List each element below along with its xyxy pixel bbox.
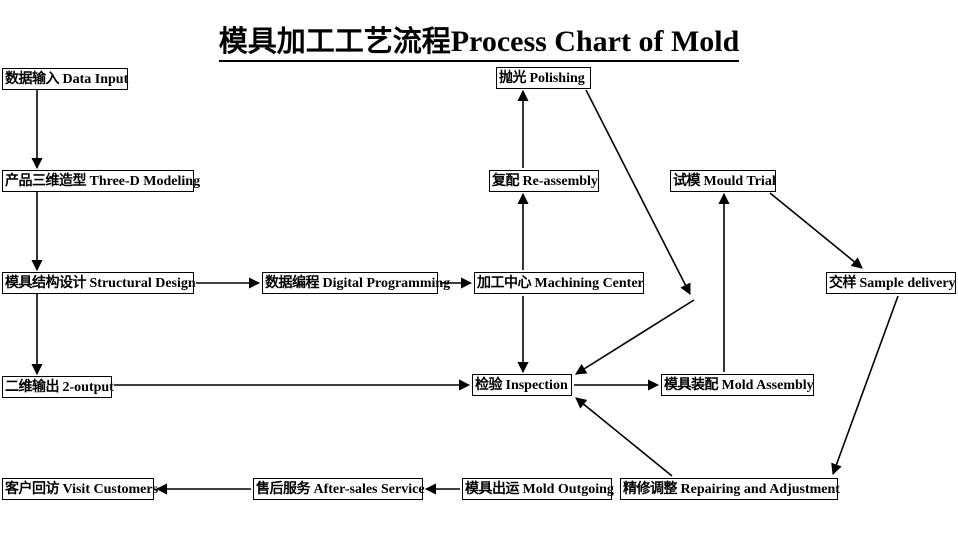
node-two-output[interactable]: 二维输出 2-output: [2, 376, 114, 398]
node-label-en: Mold Outgoing: [522, 482, 614, 497]
node-label-cn: 交样: [829, 275, 857, 291]
node-label-en: Machining Center: [534, 276, 644, 291]
edge-mould-trial-to-sample-delivery: [769, 192, 863, 269]
node-label-cn: 抛光: [499, 70, 527, 86]
node-label-cn: 数据编程: [265, 275, 320, 291]
node-digital-programming[interactable]: 数据编程 Digital Programming: [262, 272, 450, 294]
node-label-cn: 模具结构设计: [5, 275, 87, 291]
node-label-cn: 数据输入: [5, 71, 60, 87]
edge-polishing-to-vertex: [585, 89, 691, 295]
node-repairing-adjustment[interactable]: 精修调整 Repairing and Adjustment: [620, 478, 840, 500]
edge-repairing-to-inspection: [575, 397, 673, 477]
page-title-en: Process Chart of Mold: [450, 25, 740, 58]
node-polishing[interactable]: 抛光 Polishing: [496, 67, 591, 89]
node-label-en: Visit Customers: [62, 482, 159, 497]
node-machining-center[interactable]: 加工中心 Machining Center: [474, 272, 644, 294]
node-label-cn: 精修调整: [623, 481, 678, 497]
node-label-cn: 检验: [475, 377, 503, 393]
node-label-cn: 模具出运: [465, 481, 520, 497]
node-visit-customers[interactable]: 客户回访 Visit Customers: [2, 478, 158, 500]
node-structural-design[interactable]: 模具结构设计 Structural Design: [2, 272, 196, 294]
node-label-cn: 复配: [492, 173, 520, 189]
node-mold-outgoing[interactable]: 模具出运 Mold Outgoing: [462, 478, 614, 500]
node-label-en: Re-assembly: [522, 174, 598, 189]
node-label-cn: 售后服务: [256, 481, 311, 497]
node-label-en: After-sales Service: [313, 482, 425, 497]
node-label-en: Three-D Modeling: [89, 174, 201, 189]
node-inspection[interactable]: 检验 Inspection: [472, 374, 572, 396]
node-label-en: Polishing: [529, 71, 585, 86]
node-label-en: Data Input: [62, 72, 129, 87]
node-mould-trial[interactable]: 试模 Mould Trial: [670, 170, 776, 192]
node-mold-assembly[interactable]: 模具装配 Mold Assembly: [661, 374, 814, 396]
node-label-en: Mold Assembly: [721, 378, 814, 393]
node-label-en: Digital Programming: [322, 276, 451, 291]
page-title-cn: 模具加工工艺流程: [218, 24, 451, 58]
node-data-input[interactable]: 数据输入 Data Input: [2, 68, 128, 90]
edge-vertex-to-inspection: [575, 299, 695, 375]
node-label-en: Inspection: [505, 378, 568, 393]
node-label-en: Sample delivery: [859, 276, 956, 291]
node-re-assembly[interactable]: 复配 Re-assembly: [489, 170, 599, 192]
node-after-sales-service[interactable]: 售后服务 After-sales Service: [253, 478, 425, 500]
node-label-cn: 二维输出: [5, 379, 60, 395]
node-sample-delivery[interactable]: 交样 Sample delivery: [826, 272, 956, 294]
edge-sample-delivery-to-repairing: [831, 295, 899, 476]
page-title: 模具加工工艺流程Process Chart of Mold: [0, 18, 958, 62]
node-label-en: Repairing and Adjustment: [680, 482, 840, 497]
node-label-cn: 模具装配: [664, 377, 719, 393]
node-label-en: Mould Trial: [703, 174, 776, 189]
node-label-cn: 试模: [673, 173, 701, 189]
node-label-en: 2-output: [62, 380, 114, 395]
node-three-d-modeling[interactable]: 产品三维造型 Three-D Modeling: [2, 170, 200, 192]
node-label-en: Structural Design: [89, 276, 196, 291]
node-label-cn: 产品三维造型: [5, 173, 87, 189]
node-label-cn: 客户回访: [5, 481, 60, 497]
node-label-cn: 加工中心: [477, 275, 532, 291]
